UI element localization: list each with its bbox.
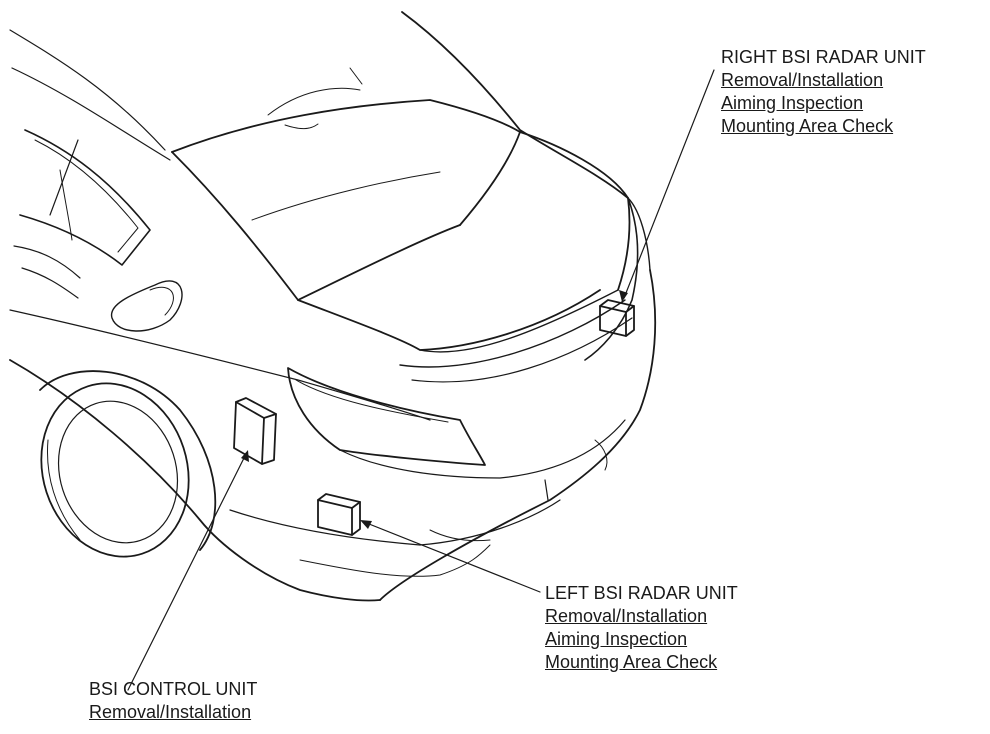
left-radar-callout: LEFT BSI RADAR UNIT Removal/Installation… [545,582,738,674]
control-unit-title: BSI CONTROL UNIT [89,679,258,699]
right-radar-title: RIGHT BSI RADAR UNIT [721,47,926,67]
control-unit-callout: BSI CONTROL UNIT Removal/Installation [89,678,257,724]
left-radar-arrowhead [360,520,372,529]
left-radar-mounting-link[interactable]: Mounting Area Check [545,652,718,672]
side-window [19,129,151,266]
control-unit-arrowhead [241,450,249,462]
rear-wheel [39,370,217,558]
right-radar-leader [623,69,715,299]
trunk-lid [297,131,651,383]
left-radar-leader [363,521,541,593]
body-side [9,245,431,421]
left-radar-unit [317,493,361,536]
left-radar-aiming-link[interactable]: Aiming Inspection [545,629,688,649]
tail-lights [287,197,639,466]
left-radar-title: LEFT BSI RADAR UNIT [545,583,738,603]
left-radar-removal-link[interactable]: Removal/Installation [545,606,708,626]
right-radar-arrowhead [619,290,628,302]
leader-lines [127,69,715,691]
right-radar-mounting-link[interactable]: Mounting Area Check [721,116,894,136]
control-unit-removal-link[interactable]: Removal/Installation [89,702,252,722]
rear-bumper [9,269,657,602]
right-radar-callout: RIGHT BSI RADAR UNIT Removal/Installatio… [721,46,926,138]
right-radar-unit [599,299,635,337]
right-radar-removal-link[interactable]: Removal/Installation [721,70,884,90]
right-radar-aiming-link[interactable]: Aiming Inspection [721,93,864,113]
bsi-control-unit [233,397,277,465]
leader-arrowheads [241,290,628,529]
roof-and-rear-window [9,11,629,301]
control-unit-leader [127,453,247,691]
